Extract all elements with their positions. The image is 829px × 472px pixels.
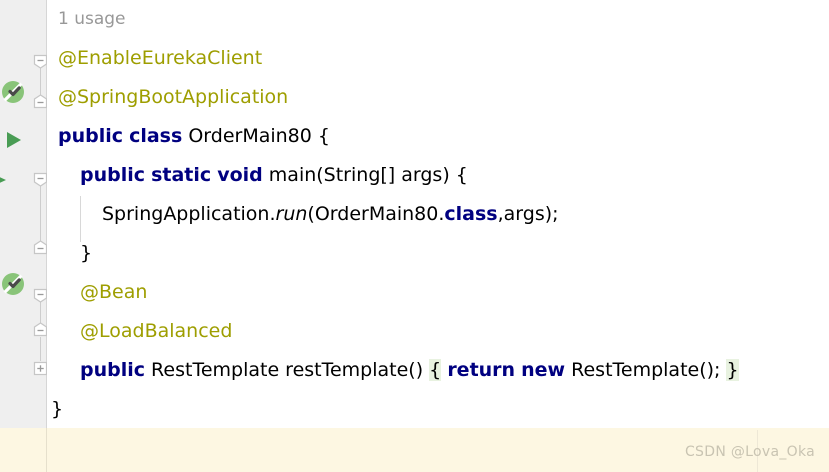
watermark-tick	[757, 430, 758, 472]
spring-bean-icon[interactable]	[1, 80, 25, 104]
run-icon[interactable]	[0, 172, 8, 186]
code-line-close-class[interactable]: }	[51, 398, 64, 420]
annotation-spring-boot-application[interactable]: @SpringBootApplication	[58, 86, 289, 108]
keyword-return: return	[447, 359, 516, 381]
fold-connector	[40, 180, 41, 248]
matched-brace-open: {	[429, 359, 442, 381]
class-name-ordermain80: OrderMain80 {	[182, 125, 330, 147]
matched-brace-close: }	[726, 359, 739, 381]
csdn-watermark: CSDN @Lova_Oka	[684, 444, 815, 460]
main-signature: main(String[] args) {	[262, 164, 468, 186]
code-vision-usage-hint[interactable]: 1 usage	[58, 9, 126, 29]
code-line-main-method[interactable]: public static void main(String[] args) {	[47, 156, 468, 195]
rest-template-signature: RestTemplate restTemplate()	[145, 359, 430, 381]
keyword-class: class	[129, 125, 183, 147]
code-line-close-main[interactable]: }	[80, 242, 93, 264]
run-icon[interactable]	[5, 130, 23, 150]
fold-marker-expanded[interactable]	[33, 288, 48, 303]
keyword-public: public	[58, 125, 124, 147]
indent-guide	[80, 196, 81, 242]
annotation-bean[interactable]: @Bean	[80, 281, 148, 303]
fold-connector	[40, 298, 41, 328]
spring-bean-icon[interactable]	[1, 272, 25, 296]
fold-marker-expanded[interactable]	[33, 240, 48, 255]
code-line-spring-application-run[interactable]: SpringApplication.run(OrderMain80.class,…	[47, 195, 559, 234]
caret-line-gutter-separator	[46, 428, 47, 472]
run-args-prefix: (OrderMain80.	[307, 203, 445, 225]
fold-marker-expanded[interactable]	[33, 94, 48, 109]
keyword-class-literal: class	[444, 203, 498, 225]
caret-line-highlight	[0, 428, 829, 472]
fold-connector	[40, 62, 41, 98]
fold-connector	[40, 337, 41, 361]
editor-text-area[interactable]: 1 usage @EnableEurekaClient @SpringBootA…	[47, 0, 829, 472]
keyword-new: new	[521, 359, 566, 381]
fold-marker-expanded[interactable]	[33, 54, 48, 69]
annotation-load-balanced[interactable]: @LoadBalanced	[80, 320, 233, 342]
run-args-suffix: ,args);	[497, 203, 559, 225]
annotation-enable-eureka-client[interactable]: @EnableEurekaClient	[58, 47, 263, 69]
fold-marker-expanded[interactable]	[33, 172, 48, 187]
fold-marker-collapsed[interactable]	[33, 361, 48, 376]
editor-gutter[interactable]	[0, 0, 46, 472]
rest-template-instantiation: RestTemplate();	[565, 359, 727, 381]
code-line-class-declaration[interactable]: public class OrderMain80 {	[47, 117, 330, 156]
static-method-run: run	[275, 203, 308, 225]
code-line-rest-template-bean[interactable]: public RestTemplate restTemplate() { ret…	[47, 351, 739, 390]
keyword-public: public	[80, 359, 146, 381]
gutter-separator	[46, 0, 47, 472]
keyword-static: static	[151, 164, 212, 186]
keyword-public: public	[80, 164, 146, 186]
spring-application-qualifier: SpringApplication.	[102, 203, 276, 225]
keyword-void: void	[217, 164, 263, 186]
fold-marker-expanded[interactable]	[33, 322, 48, 337]
